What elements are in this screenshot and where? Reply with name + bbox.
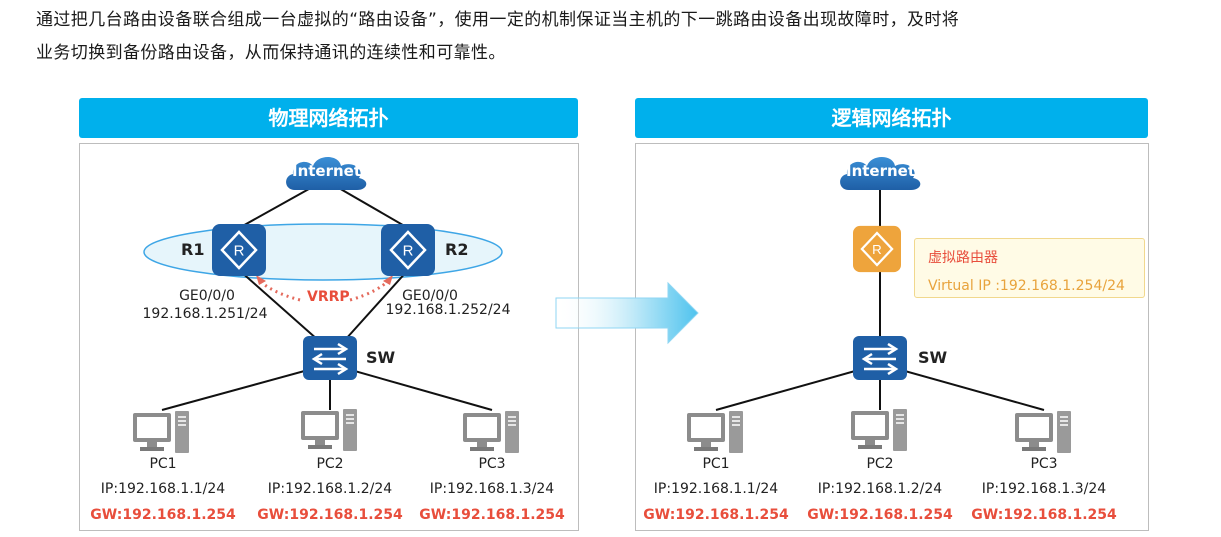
- logical-pc3-gw: GW:192.168.1.254: [971, 507, 1117, 523]
- pc-icon: [132, 410, 190, 454]
- intro-line-2: 业务切换到备份路由设备，从而保持通讯的连续性和可靠性。: [36, 43, 506, 63]
- pc-icon: [1014, 410, 1072, 454]
- pc1-name: PC1: [149, 456, 177, 472]
- link-r2-sw: [344, 269, 409, 341]
- virtual-router-ip: Virtual IP :192.168.1.254/24: [928, 278, 1125, 294]
- link-lsw-pc1: [715, 363, 881, 411]
- r1-ip-label: 192.168.1.251/24: [142, 306, 268, 322]
- physical-topology-header: 物理网络拓扑: [79, 98, 578, 138]
- physical-topology-title: 物理网络拓扑: [268, 106, 389, 130]
- internet-label: Internet: [292, 162, 362, 180]
- vrrp-dotted-left: [256, 277, 301, 302]
- r1-port-label: GE0/0/0: [179, 288, 235, 304]
- logical-pc2-ip: IP:192.168.1.2/24: [817, 481, 943, 497]
- virtual-router-name: 虚拟路由器: [928, 250, 998, 266]
- pc-icon: [300, 408, 358, 452]
- logical-pc3-name: PC3: [1030, 456, 1058, 472]
- logical-pc1-gw: GW:192.168.1.254: [643, 507, 789, 523]
- logical-pc1-name: PC1: [702, 456, 730, 472]
- pc-icon: [850, 408, 908, 452]
- pc3-name: PC3: [478, 456, 506, 472]
- logical-sw-label: SW: [918, 348, 948, 367]
- pc1-gw: GW:192.168.1.254: [90, 507, 236, 523]
- pc2-name: PC2: [316, 456, 344, 472]
- router-icon: [211, 223, 267, 277]
- link-lsw-pc3: [879, 363, 1045, 411]
- pc2-ip: IP:192.168.1.2/24: [267, 481, 393, 497]
- r1-label: R1: [181, 240, 205, 259]
- logical-pc3-ip: IP:192.168.1.3/24: [981, 481, 1107, 497]
- intro-text: 通过把几台路由设备联合组成一台虚拟的“路由设备”，使用一定的机制保证当主机的下一…: [36, 4, 1206, 70]
- r2-ip-label: 192.168.1.252/24: [385, 302, 511, 318]
- router-icon: [380, 223, 436, 277]
- switch-icon: [852, 335, 908, 381]
- intro-line-1: 通过把几台路由设备联合组成一台虚拟的“路由设备”，使用一定的机制保证当主机的下一…: [36, 10, 960, 30]
- pc1-ip: IP:192.168.1.1/24: [100, 481, 226, 497]
- logical-pc1-ip: IP:192.168.1.1/24: [653, 481, 779, 497]
- right-arrow-icon: [555, 281, 699, 345]
- router-icon: [852, 225, 902, 273]
- r2-port-label: GE0/0/0: [402, 288, 458, 304]
- r2-label: R2: [445, 240, 469, 259]
- logical-internet-label: Internet: [846, 162, 916, 180]
- pc-icon: [462, 410, 520, 454]
- switch-icon: [302, 335, 358, 381]
- vrrp-label: VRRP: [307, 289, 350, 305]
- pc3-ip: IP:192.168.1.3/24: [429, 481, 555, 497]
- logical-pc2-name: PC2: [866, 456, 894, 472]
- logical-pc2-gw: GW:192.168.1.254: [807, 507, 953, 523]
- virtual-router-box: 虚拟路由器 Virtual IP :192.168.1.254/24: [914, 238, 1145, 298]
- link-r1-sw: [238, 269, 319, 341]
- sw-label: SW: [366, 348, 396, 367]
- logical-topology-header: 逻辑网络拓扑: [635, 98, 1148, 138]
- link-sw-pc1: [161, 363, 331, 411]
- vrrp-arrowhead-left: [256, 275, 266, 285]
- vrrp-arrowhead-right: [383, 275, 393, 285]
- logical-topology-title: 逻辑网络拓扑: [831, 106, 952, 130]
- pc3-gw: GW:192.168.1.254: [419, 507, 565, 523]
- pc2-gw: GW:192.168.1.254: [257, 507, 403, 523]
- pc-icon: [686, 410, 744, 454]
